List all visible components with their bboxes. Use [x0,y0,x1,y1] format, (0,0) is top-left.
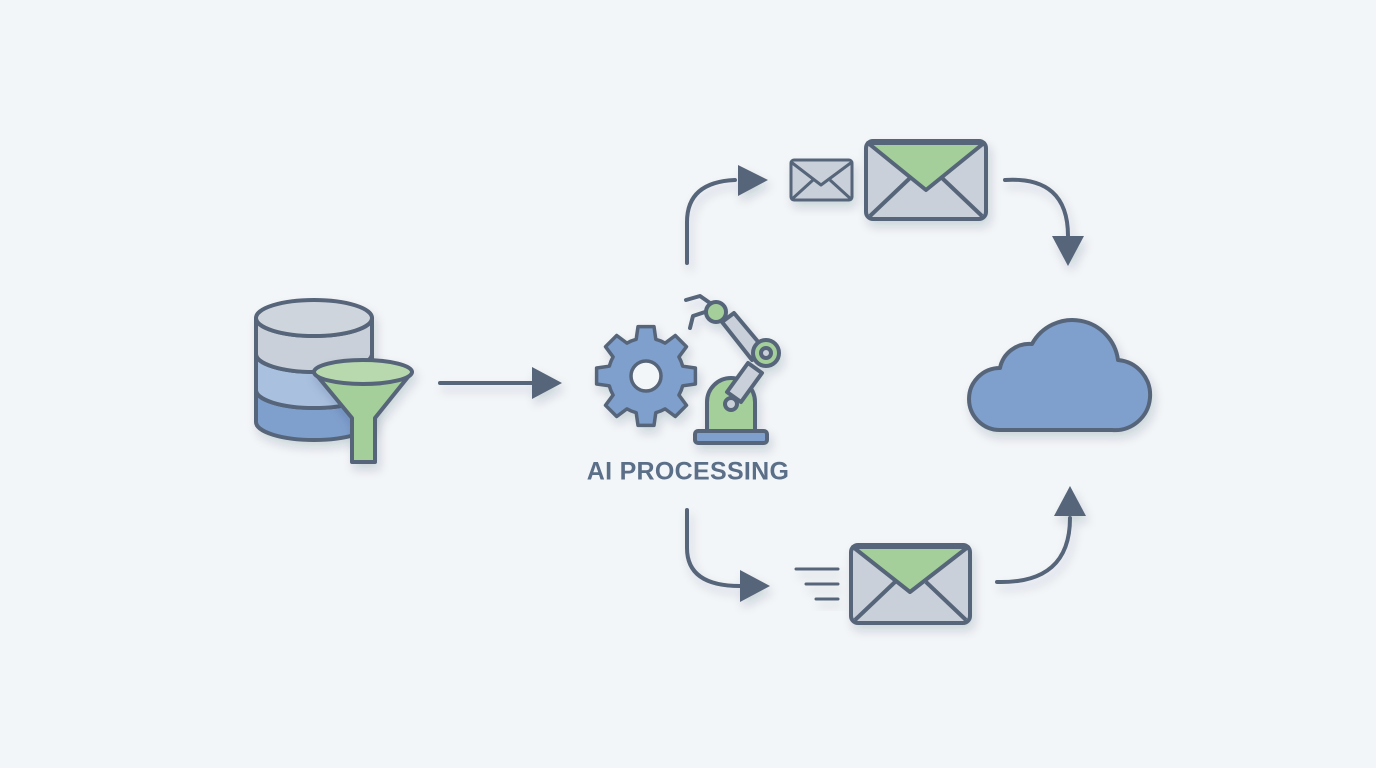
arrow-icon [1003,177,1084,266]
arrow-icon [685,165,768,265]
gear-icon [594,324,698,428]
speed-lines-icon [794,567,840,601]
email-icon [849,543,972,625]
ai-processing-label: AI PROCESSING [586,457,790,486]
gear-hole [629,359,663,393]
email-icon [864,139,988,221]
robot-arm-icon [684,294,781,445]
arrow-icon [995,486,1086,585]
arrow-icon [685,508,770,602]
cloud-icon [967,318,1153,433]
email-icon [789,158,854,202]
database-icon [254,298,374,442]
funnel-icon [312,358,414,464]
arrow-icon [438,367,562,399]
